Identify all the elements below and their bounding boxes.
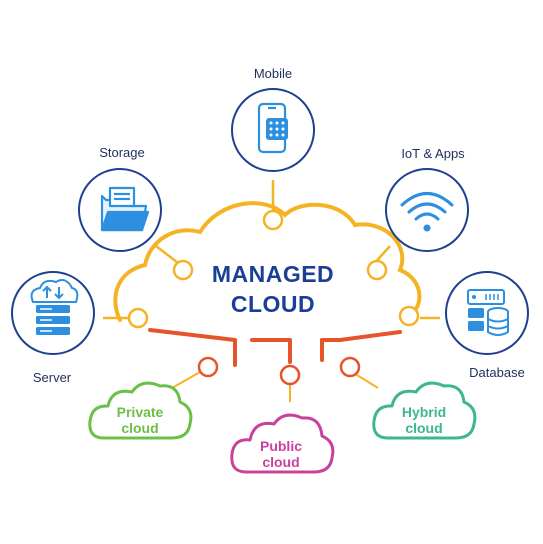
label-storage: Storage <box>99 145 145 160</box>
lower-pipes <box>148 328 402 367</box>
node-database: Database <box>445 271 529 380</box>
private-cloud-line2: cloud <box>121 420 158 436</box>
label-server: Server <box>33 370 72 385</box>
node-iot: IoT & Apps <box>385 146 469 252</box>
hybrid-cloud-line2: cloud <box>405 420 442 436</box>
database-icon <box>467 289 509 336</box>
upper-cloud-nodes <box>127 209 420 329</box>
folder-icon <box>100 186 150 232</box>
wifi-icon <box>400 192 454 232</box>
hybrid-cloud: Hybrid cloud <box>372 381 477 440</box>
label-mobile: Mobile <box>254 66 292 81</box>
private-cloud-line1: Private <box>117 404 164 420</box>
center-title-line1: MANAGED <box>212 261 334 287</box>
label-database: Database <box>469 365 525 380</box>
private-cloud: Private cloud <box>88 381 193 440</box>
node-server: Server <box>11 271 95 385</box>
center-title-line2: CLOUD <box>231 291 315 317</box>
public-cloud-line1: Public <box>260 438 302 454</box>
lower-nodes <box>197 356 361 386</box>
public-cloud: Public cloud <box>230 413 335 474</box>
node-mobile: Mobile <box>231 66 315 172</box>
node-storage: Storage <box>78 145 162 252</box>
hybrid-cloud-line1: Hybrid <box>402 404 446 420</box>
public-cloud-line2: cloud <box>262 454 299 470</box>
server-icon <box>30 279 79 335</box>
managed-cloud-outline <box>113 201 422 322</box>
mobile-app-icon <box>257 102 288 154</box>
label-iot: IoT & Apps <box>401 146 465 161</box>
